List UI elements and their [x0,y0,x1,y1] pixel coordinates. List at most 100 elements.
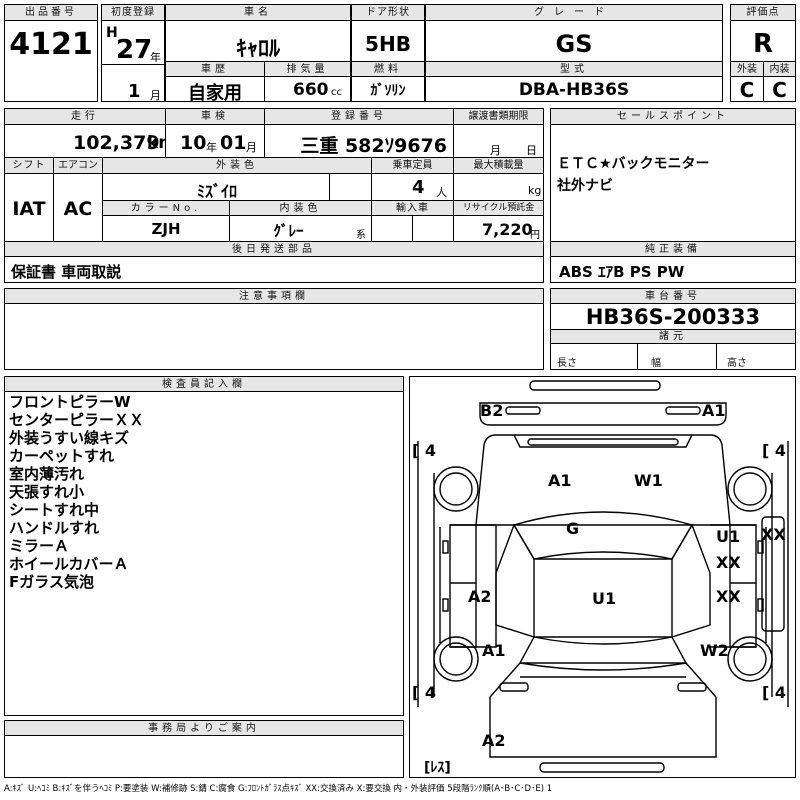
inspector-label: 検査員記入欄 [5,377,403,392]
dims-label: 諸元 [551,330,795,344]
dims-width: 幅 [651,358,661,369]
mark-w1-hood: W1 [634,471,663,490]
mark-xx-right-bottom: XX [716,587,741,606]
displacement-unit: cc [331,87,342,98]
chassis-value: HB36S-200333 [585,305,761,329]
ext-color-cell: 外装色 ﾐｽﾞｲﾛ [102,157,372,201]
year-unit: 年 [150,51,161,64]
interior-cell: 内装 C [763,61,796,102]
inspector-item: Fガラス気泡 [9,573,94,591]
legend: A:ｷｽﾞ U:ﾍｺﾐ B:ｷｽﾞを伴うﾍｺﾐ P:要塗装 W:補修跡 S:錆 … [4,784,553,794]
fuel-label: 燃料 [352,62,424,77]
max-load-cell: 最大積載量 kg [453,157,544,201]
mileage-cell: 走行 102,379 km [4,108,166,158]
import-label: 輸入車 [372,201,453,216]
transfer-month-unit: 月 [490,144,501,157]
color-no-cell: カラーNo. ZJH [102,200,230,242]
grade-cell: グレード GS [425,4,723,62]
mileage-label: 走行 [5,109,165,125]
shift-label: シフト [5,158,53,174]
spare-tire: [ﾚｽ] [424,760,451,776]
mark-w2: W2 [700,641,729,660]
sales-point-line-2: 社外ナビ [557,178,613,194]
era-value: H [106,25,118,41]
first-reg-month: 1 [128,81,141,102]
color-no-value: ZJH [151,220,181,238]
model-cell: 型式 DBA-HB36S [425,61,723,102]
dims-height: 高さ [727,358,747,369]
mileage-value: 102,379 [73,132,160,154]
inspector-item: ハンドルすれ [9,519,100,537]
later-parts-value: 保証書 車両取説 [11,263,122,281]
score-cell: 評価点 R [730,4,796,62]
sales-point-cell: セールスポイント ＥＴＣ★バックモニター 社外ナビ [550,108,796,242]
recycle-value: 7,220 [482,220,533,239]
inspector-item: ミラーＡ [9,537,70,555]
first-reg-year: 27 [116,35,153,65]
max-load-label: 最大積載量 [454,158,543,174]
transfer-day-unit: 日 [526,144,537,157]
plate-cell: 登録番号 三重 582ｿ9676 [264,108,454,158]
model-label: 型式 [426,62,722,77]
notes-cell: 注意事項欄 [4,288,544,370]
mileage-unit: km [147,133,165,153]
office-cell: 事務局よりご案内 [4,720,404,778]
int-color-cell: 内装色 ｸﾞﾚｰ 系 [229,200,372,242]
car-diagram: B2 A1 A1 W1 G U1 XX XX A2 U1 XX A1 W2 A2… [409,376,796,778]
int-color-unit: 系 [356,230,366,241]
inspector-item: フロントピラーW [9,393,131,411]
door-cell: ドア形状 5HB [351,4,425,62]
score-value: R [752,29,774,59]
exterior-value: C [739,78,755,102]
inspection-month: 01 [220,132,247,154]
dims-length: 長さ [557,358,577,369]
displacement-value: 660 [293,80,329,100]
inspector-list: フロントピラーW センターピラーＸＸ 外装うすい線キズ カーペットすれ 室内薄汚… [9,393,144,591]
capacity-unit: 人 [436,186,447,199]
mark-a2-bottom: A2 [482,731,506,750]
transfer-cell: 譲渡書類期限 月 日 [453,108,544,158]
inspector-item: 室内薄汚れ [9,465,85,483]
color-no-label: カラーNo. [103,201,229,216]
mark-xx-right-top: XX [716,553,741,572]
exterior-label: 外装 [731,62,763,77]
car-name-label: 車名 [166,5,350,21]
lot-number-label: 出品番号 [5,5,97,21]
later-parts-cell: 後日発送部品 保証書 車両取説 [4,241,544,283]
inspection-label: 車検 [166,109,264,125]
sales-point-line-1: ＥＴＣ★バックモニター [557,156,710,172]
mark-g: G [566,519,580,538]
later-parts-label: 後日発送部品 [5,242,543,257]
aircon-value: AC [63,198,93,220]
genuine-cell: 純正装備 ABS ｴｱB PS PW [550,241,796,283]
transfer-label: 譲渡書類期限 [454,109,543,125]
ext-color-value: ﾐｽﾞｲﾛ [196,182,237,201]
model-value: DBA-HB36S [518,80,630,100]
lot-number-cell: 出品番号 4121 [4,4,98,102]
ext-color-label: 外装色 [103,158,371,174]
capacity-value: 4 [412,177,425,198]
inspector-item: ホイールカバーＡ [9,555,129,573]
history-label: 車歴 [166,62,264,77]
car-outline [417,380,789,773]
first-registration-cell: 初度登録 H 27 年 1 月 [101,4,165,102]
history-cell: 車歴 自家用 [165,61,265,102]
inspector-item: センターピラーＸＸ [9,411,145,429]
grade-value: GS [555,30,593,58]
mark-a1-top: A1 [702,401,726,420]
door-value: 5HB [365,32,411,56]
int-color-value: ｸﾞﾚｰ [273,222,304,240]
lot-number-value: 4121 [9,27,93,62]
displacement-cell: 排気量 660 cc [264,61,351,102]
car-name-value: ｷｬﾛﾙ [235,37,280,62]
tire-rear-left: [ 4 [412,683,437,702]
mark-u1-right: U1 [716,527,741,546]
aircon-label: エアコン [54,158,102,174]
door-label: ドア形状 [352,5,424,21]
int-color-label: 内装色 [230,201,371,216]
first-registration-label: 初度登録 [102,5,164,21]
mark-a1-bottom-left: A1 [482,641,506,660]
interior-value: C [772,78,787,102]
inspection-year-unit: 年 [206,141,217,154]
plate-value: 三重 582ｿ9676 [300,135,447,157]
